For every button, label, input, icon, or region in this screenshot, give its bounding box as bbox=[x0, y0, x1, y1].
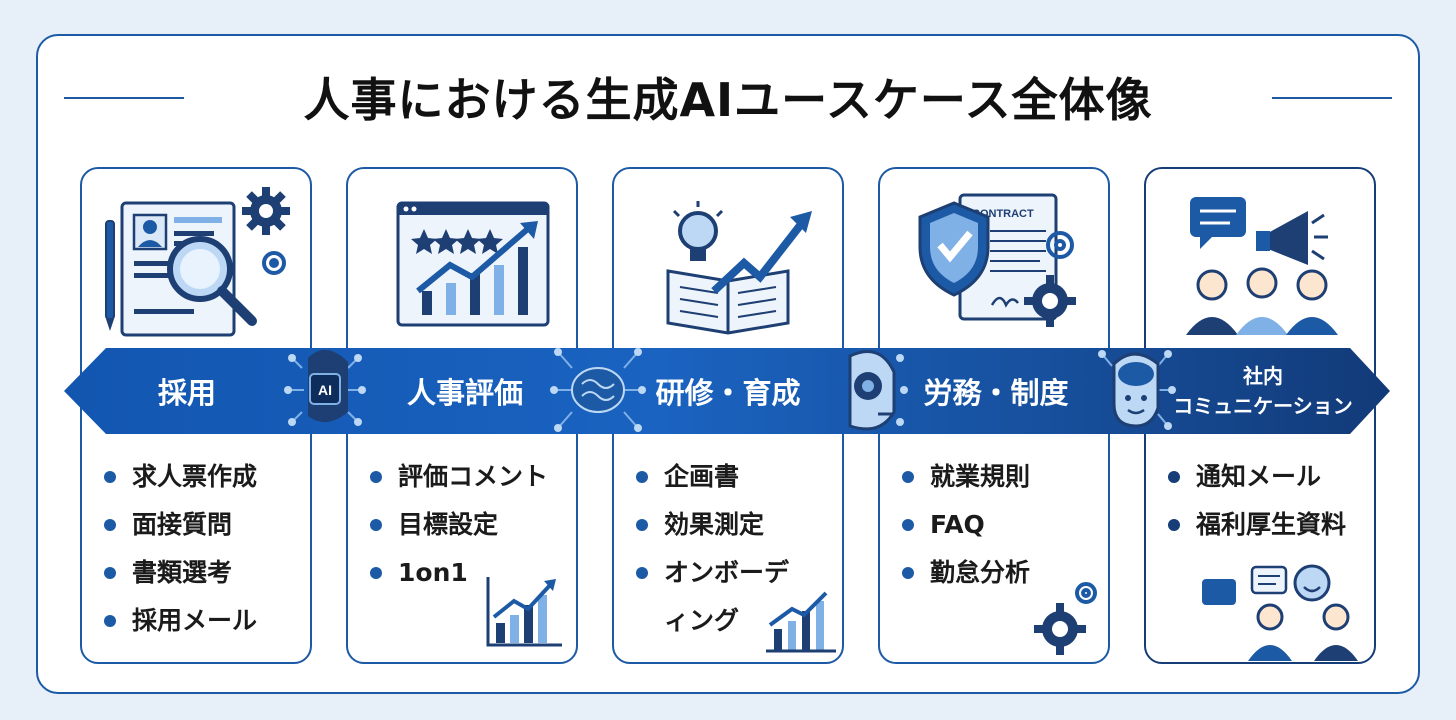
gears-icon bbox=[1034, 582, 1097, 655]
labor-items: 就業規則 FAQ 勤怠分析 bbox=[900, 457, 1030, 601]
list-item: FAQ bbox=[900, 505, 1030, 553]
band-label-recruiting: 採用 bbox=[157, 376, 216, 410]
list-item-continued: ィング bbox=[664, 606, 740, 635]
brain-network-icon bbox=[550, 348, 646, 432]
chat-people-icon bbox=[1202, 564, 1358, 661]
megaphone-people-icon bbox=[1186, 197, 1338, 335]
band-label-communication: 社内 コミュニケーション bbox=[1150, 348, 1376, 434]
title-row: 人事における生成AIユースケース全体像 bbox=[36, 62, 1420, 132]
title-rule-left bbox=[64, 97, 184, 99]
communication-items: 通知メール 福利厚生資料 bbox=[1166, 457, 1346, 553]
evaluation-items: 評価コメント 目標設定 1on1 bbox=[368, 457, 548, 601]
bar-chart-icon bbox=[486, 577, 562, 647]
band-label-line: コミュニケーション bbox=[1173, 394, 1353, 418]
list-item: 勤怠分析 bbox=[900, 553, 1030, 601]
list-item: 1on1 bbox=[368, 553, 548, 601]
rating-chart-icon bbox=[396, 201, 550, 327]
band-label-line: 社内 bbox=[1243, 364, 1283, 388]
list-item: 就業規則 bbox=[900, 457, 1030, 505]
list-item: 目標設定 bbox=[368, 505, 548, 553]
card-recruiting: 求人票作成 面接質問 書類選考 採用メール bbox=[80, 167, 312, 664]
human-brain-head-icon bbox=[1098, 350, 1176, 430]
list-item: 福利厚生資料 bbox=[1166, 505, 1346, 553]
list-item: オンボーデ bbox=[634, 553, 789, 601]
list-item: 評価コメント bbox=[368, 457, 548, 505]
band-label-evaluation: 人事評価 bbox=[406, 376, 523, 410]
title-rule-right bbox=[1272, 97, 1392, 99]
ai-chip-label: AI bbox=[318, 382, 332, 398]
band-label-labor: 労務・制度 bbox=[923, 376, 1069, 410]
list-item: 面接質問 bbox=[102, 505, 257, 553]
contract-shield-icon: CONTRACT bbox=[918, 193, 1076, 327]
list-item: 求人票作成 bbox=[102, 457, 257, 505]
robot-head-icon bbox=[848, 350, 908, 431]
list-item: 企画書 bbox=[634, 457, 789, 505]
list-item: 書類選考 bbox=[102, 553, 257, 601]
page-title: 人事における生成AIユースケース全体像 bbox=[303, 73, 1153, 127]
list-item: 効果測定 bbox=[634, 505, 789, 553]
book-lightbulb-icon bbox=[666, 201, 812, 335]
recruiting-items: 求人票作成 面接質問 書類選考 採用メール bbox=[102, 457, 257, 649]
list-item: 採用メール bbox=[102, 601, 257, 649]
resume-search-icon bbox=[105, 187, 290, 337]
list-item: 通知メール bbox=[1166, 457, 1346, 505]
band-label-training: 研修・育成 bbox=[655, 376, 801, 410]
training-items: 企画書 効果測定 オンボーデ ィング bbox=[634, 457, 789, 649]
ai-head-chip-icon: AI bbox=[284, 349, 366, 426]
bar-chart-icon bbox=[766, 591, 836, 653]
